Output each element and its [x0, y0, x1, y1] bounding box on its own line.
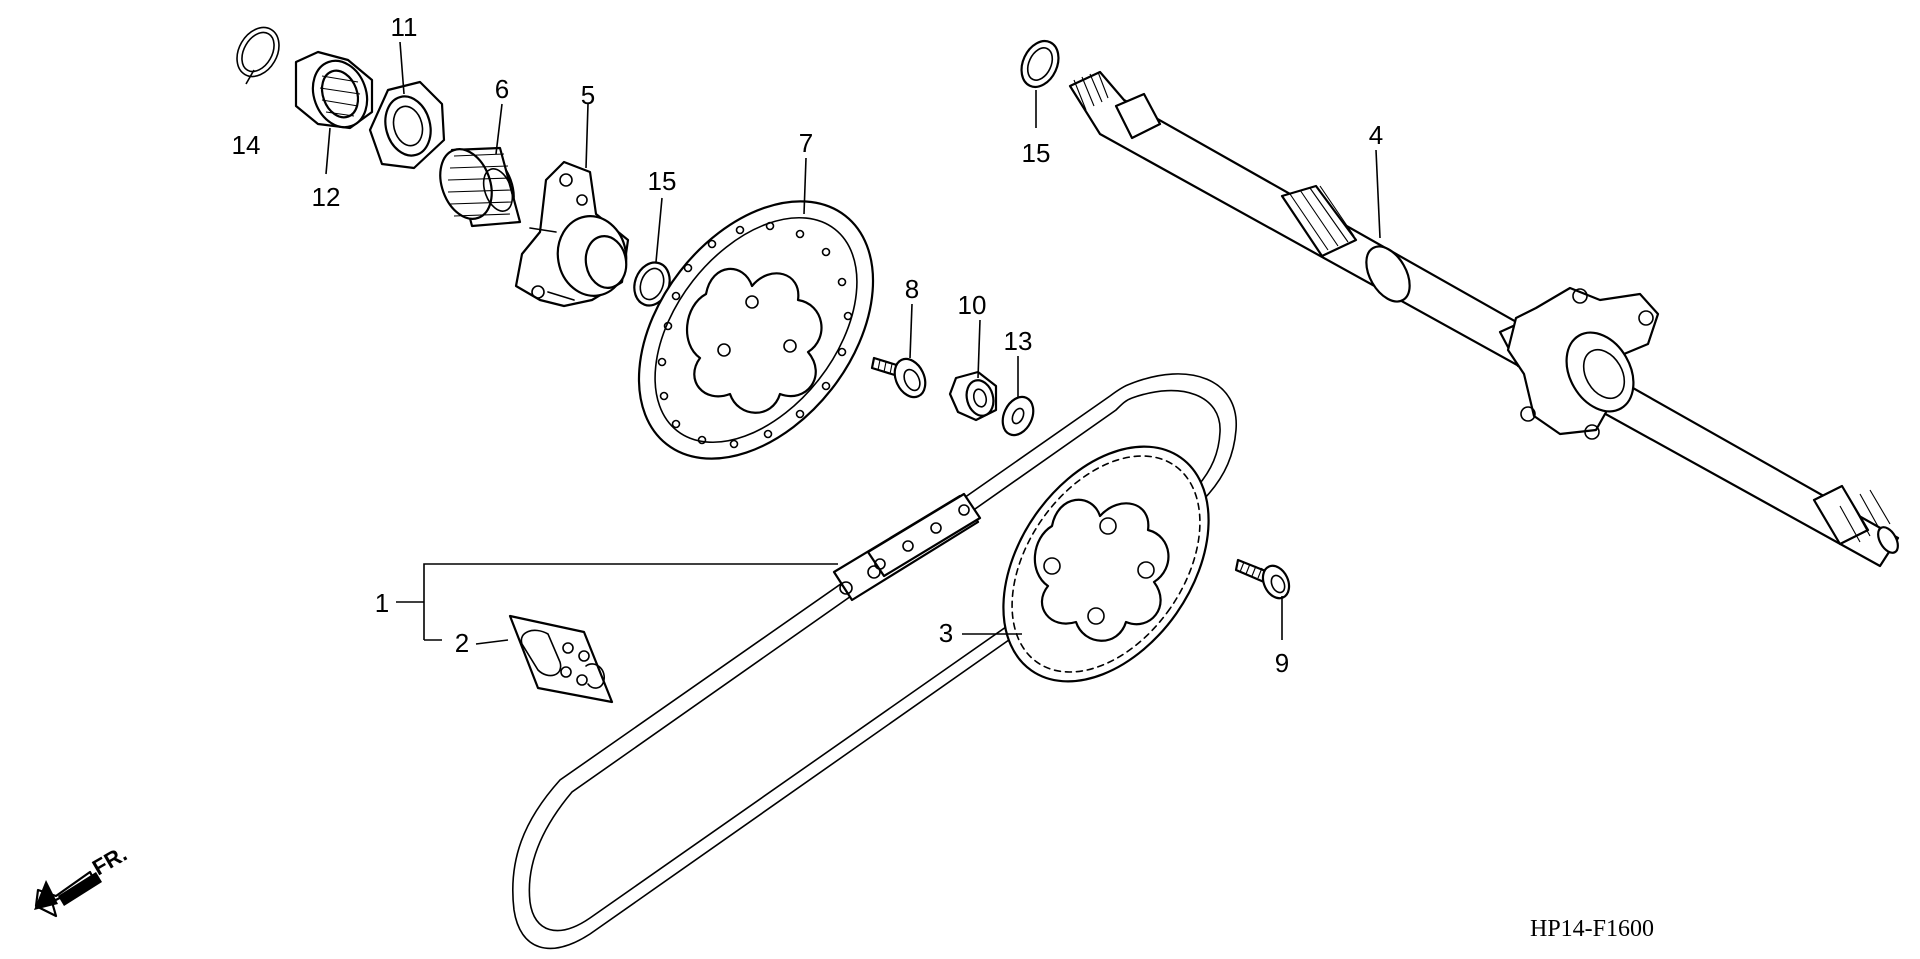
callout-7: 7 — [799, 128, 813, 158]
bolt-part-9 — [1234, 558, 1291, 600]
callout-15-left: 15 — [648, 166, 677, 196]
callout-labels: 14 12 11 6 5 15 7 8 10 13 15 4 9 3 1 2 — [232, 12, 1384, 678]
callout-13: 13 — [1004, 326, 1033, 356]
leader-lines — [245, 41, 1381, 645]
callout-15-right: 15 — [1022, 138, 1051, 168]
brake-disc-part-7 — [637, 200, 875, 460]
nut-part-10 — [948, 370, 998, 422]
bolt-part-8 — [870, 356, 927, 399]
callout-1: 1 — [375, 588, 389, 618]
arrow-down-left-icon — [34, 870, 102, 918]
disc-vent-holes — [657, 221, 853, 449]
snap-ring-part-14 — [236, 26, 280, 78]
front-direction-indicator: FR. — [34, 841, 131, 918]
callout-6: 6 — [495, 74, 509, 104]
callout-10: 10 — [958, 290, 987, 320]
drive-chain-part-1 — [511, 373, 1237, 950]
diagram-code: HP14-F1600 — [1530, 916, 1654, 942]
master-link-part-2 — [508, 614, 614, 704]
lock-nut-part-11 — [368, 80, 446, 170]
washer-part-13 — [1001, 395, 1035, 437]
callout-14: 14 — [232, 130, 261, 160]
o-ring-part-15-right — [1020, 39, 1060, 89]
rear-axle-part-4 — [1068, 70, 1900, 568]
callout-2: 2 — [455, 628, 469, 658]
callout-9: 9 — [1275, 648, 1289, 678]
callout-12: 12 — [312, 182, 341, 212]
callout-5: 5 — [581, 80, 595, 110]
hub-part-5 — [514, 160, 630, 308]
sprocket-part-3 — [1002, 445, 1210, 683]
callout-3: 3 — [939, 618, 953, 648]
bearing-part-6 — [439, 146, 522, 228]
callout-11: 11 — [391, 12, 418, 42]
callout-8: 8 — [905, 274, 919, 304]
chain-link-detail — [832, 492, 982, 602]
collar-part-12 — [294, 50, 374, 130]
callout-4: 4 — [1369, 120, 1383, 150]
